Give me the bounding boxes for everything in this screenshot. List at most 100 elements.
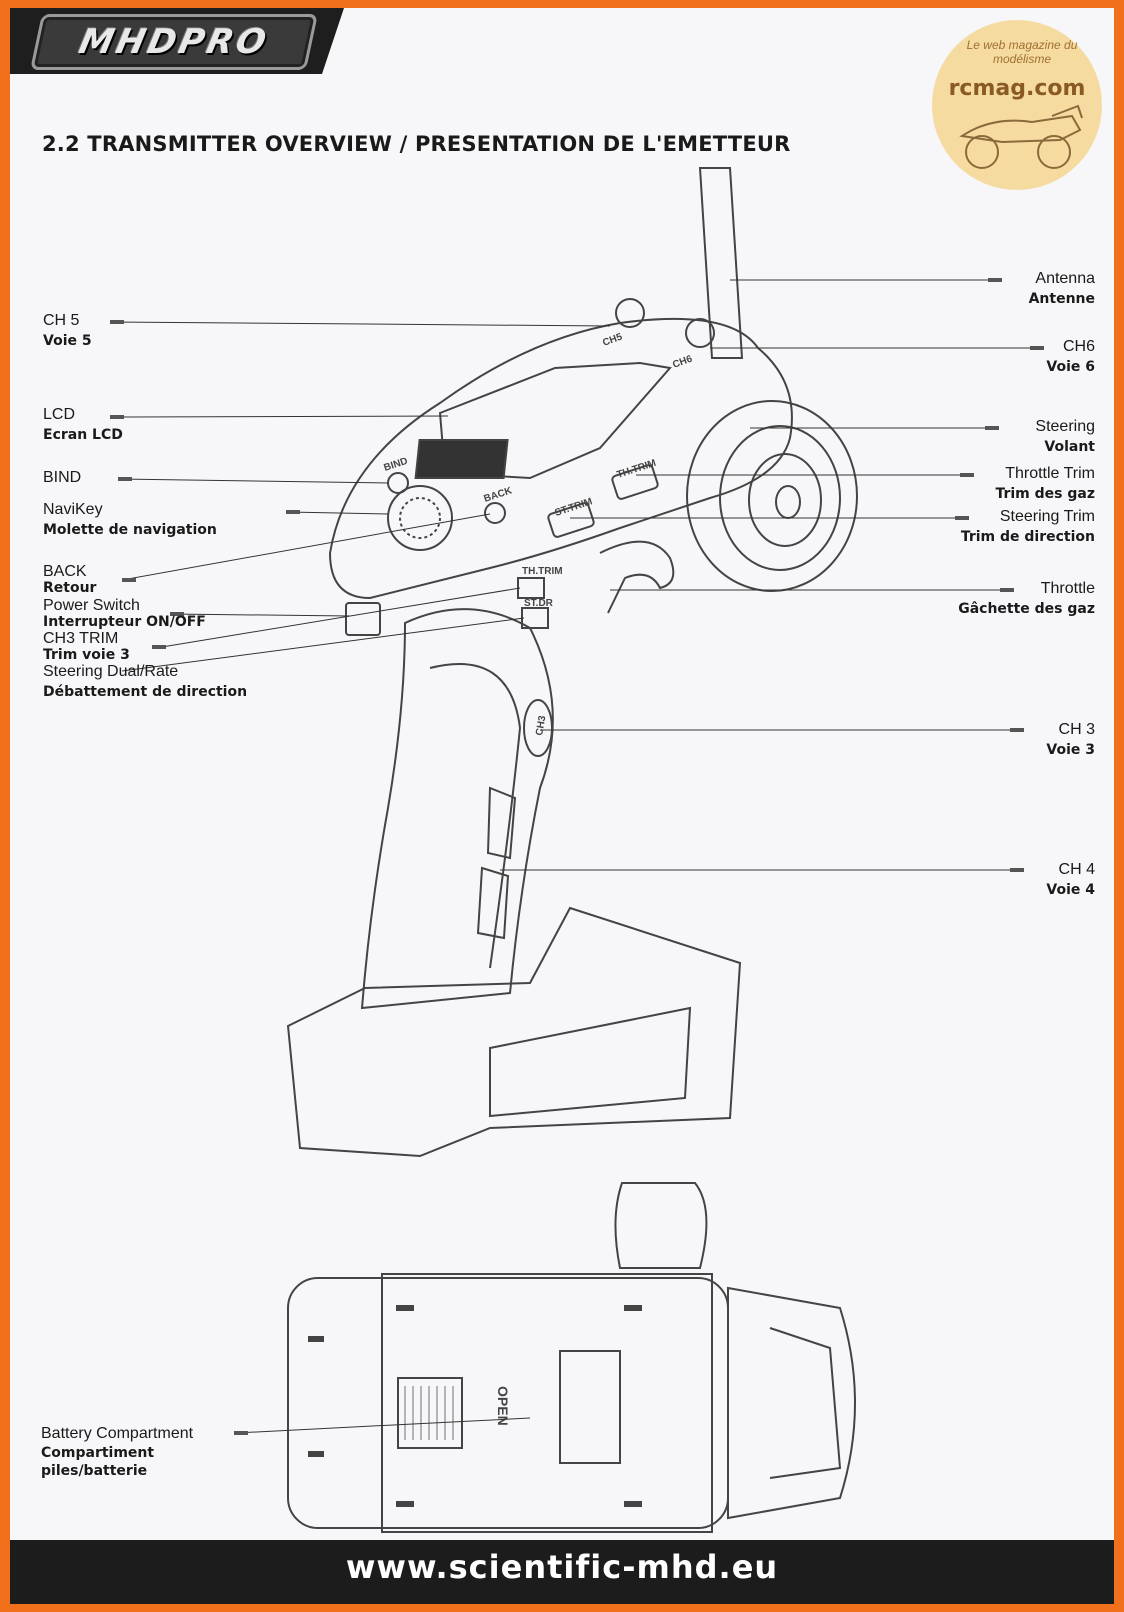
callout-ch4: CH 4 Voie 4 xyxy=(890,859,1095,901)
bottom-wheel xyxy=(614,1182,708,1269)
buggy-icon xyxy=(959,104,1083,169)
steering-wheel-center xyxy=(775,485,801,519)
throttle-trigger xyxy=(599,540,675,614)
watermark-tagline: Le web magazine du modélisme xyxy=(966,38,1078,66)
bottom-trigger xyxy=(769,1327,842,1479)
lcd-label-fr: Ecran LCD xyxy=(43,427,123,443)
rcmag-watermark: Le web magazine du modélisme rcmag.com xyxy=(932,20,1102,190)
bind-button-label: BIND xyxy=(383,456,410,474)
grip-slot-1 xyxy=(486,786,517,860)
callout-navikey: NaviKey Molette de navigation xyxy=(43,499,217,541)
grip-contour xyxy=(429,663,522,969)
callout-power-switch: Power Switch Interrupteur ON/OFF xyxy=(43,597,206,631)
leader-lines xyxy=(109,279,1040,1434)
ch5-knob-label: CH5 xyxy=(601,331,624,348)
upper-body xyxy=(328,317,793,600)
lcd-screen xyxy=(414,439,509,479)
footer-url: www.scientific-mhd.eu xyxy=(345,1548,779,1586)
ch5-label: CH 5 xyxy=(43,312,80,329)
watermark-brand: rcmag.com xyxy=(948,76,1086,101)
grip-slot-2 xyxy=(476,866,510,940)
battery-grip-lines xyxy=(397,1377,463,1449)
callout-ch5: CH 5 Voie 5 xyxy=(43,310,92,352)
antenna-shape xyxy=(698,167,744,359)
steering-trim-label: Steering Trim xyxy=(999,508,1095,525)
header-band: MHDPRO xyxy=(10,8,1114,74)
callout-throttle-trim: Throttle Trim Trim des gaz xyxy=(890,463,1095,505)
back-button-label: BACK xyxy=(483,485,515,505)
steering-wheel-hub xyxy=(748,453,822,547)
st-dr-label: ST.DR xyxy=(524,598,554,609)
base-panel xyxy=(489,1006,692,1118)
open-label: OPEN xyxy=(495,1386,511,1426)
navikey-dial xyxy=(387,485,453,551)
steering-dr-label: Steering Dual/Rate xyxy=(43,663,179,680)
bottom-handle xyxy=(727,1286,856,1520)
footer-band: www.scientific-mhd.eu xyxy=(10,1540,1114,1604)
ch6-label: CH6 xyxy=(1062,338,1095,355)
ch3-trim-label: TH.TRIM xyxy=(522,566,563,577)
callout-steering-trim: Steering Trim Trim de direction xyxy=(890,506,1095,548)
callout-ch6: CH6 Voie 6 xyxy=(890,336,1095,378)
steering-label: Steering xyxy=(1035,418,1095,435)
lcd-label: LCD xyxy=(43,406,76,423)
base-stand xyxy=(286,906,742,1158)
th-trim-label: TH.TRIM xyxy=(616,458,658,481)
antenna-label: Antenna xyxy=(1035,270,1095,287)
th-trim-switch xyxy=(611,464,659,500)
battery-label: Battery Compartment xyxy=(41,1425,194,1442)
steering-dr-label-fr: Débattement de direction xyxy=(43,684,248,700)
ch5-label-fr: Voie 5 xyxy=(43,333,92,349)
navikey-label-fr: Molette de navigation xyxy=(43,522,217,538)
ch5-knob xyxy=(615,298,645,328)
battery-cover xyxy=(381,1273,713,1533)
steering-wheel-outer xyxy=(686,400,858,592)
power-switch xyxy=(345,602,381,636)
manual-page: MHDPRO Le web magazine du modélisme rcma… xyxy=(10,8,1114,1604)
section-title: 2.2 TRANSMITTER OVERVIEW / PRESENTATION … xyxy=(42,132,791,156)
callout-steering: Steering Volant xyxy=(890,416,1095,458)
ch6-label-fr: Voie 6 xyxy=(1046,359,1095,375)
navikey-inner xyxy=(399,497,441,539)
back-label: BACK xyxy=(43,563,87,580)
throttle-trim-label-fr: Trim des gaz xyxy=(995,486,1095,502)
callout-throttle: Throttle Gâchette des gaz xyxy=(890,578,1095,620)
callout-battery: Battery Compartment Compartiment piles/b… xyxy=(41,1423,231,1480)
ch6-knob xyxy=(685,318,715,348)
ch3-trim-callout-label: CH3 TRIM xyxy=(43,630,119,647)
transmitter-diagram: CH5 CH6 BIND BACK ST.TRIM TH.TRIM TH.TRI… xyxy=(109,167,1044,1533)
battery-label-area xyxy=(559,1350,621,1464)
ch3-trim-switch xyxy=(517,577,545,599)
antenna-label-fr: Antenne xyxy=(1028,291,1095,307)
ch4-label-fr: Voie 4 xyxy=(1046,882,1095,898)
steering-wheel-rim xyxy=(719,425,841,571)
st-trim-switch xyxy=(547,502,595,538)
throttle-label: Throttle xyxy=(1040,580,1095,597)
callout-lcd: LCD Ecran LCD xyxy=(43,404,123,446)
ch3-trim-callout-label-fr: Trim voie 3 xyxy=(43,647,130,663)
callout-antenna: Antenna Antenne xyxy=(890,268,1095,310)
grip-handle xyxy=(360,608,554,1010)
battery-label-fr: Compartiment piles/batterie xyxy=(41,1445,155,1479)
power-switch-label: Power Switch xyxy=(43,597,140,614)
cover-clips xyxy=(308,1305,642,1507)
ch6-knob-label: CH6 xyxy=(671,353,694,370)
ch4-label: CH 4 xyxy=(1058,861,1095,878)
steering-trim-label-fr: Trim de direction xyxy=(960,529,1095,545)
callout-bind: BIND xyxy=(43,467,81,488)
callout-ch3: CH 3 Voie 3 xyxy=(890,719,1095,761)
callout-steering-dr: Steering Dual/Rate Débattement de direct… xyxy=(43,661,247,703)
ch3-label: CH 3 xyxy=(1058,721,1095,738)
bind-label: BIND xyxy=(43,469,82,486)
callout-ch3-trim: CH3 TRIM Trim voie 3 xyxy=(43,630,130,664)
back-label-fr: Retour xyxy=(43,580,97,596)
leader-end-markers xyxy=(110,278,1044,1435)
power-switch-label-fr: Interrupteur ON/OFF xyxy=(43,614,206,630)
ch3-label-fr: Voie 3 xyxy=(1046,742,1095,758)
throttle-trim-label: Throttle Trim xyxy=(1005,465,1095,482)
steering-label-fr: Volant xyxy=(1044,439,1095,455)
throttle-label-fr: Gâchette des gaz xyxy=(958,601,1095,617)
back-button xyxy=(484,502,506,524)
ch3-button xyxy=(523,699,553,757)
callout-back: BACK Retour xyxy=(43,563,97,597)
